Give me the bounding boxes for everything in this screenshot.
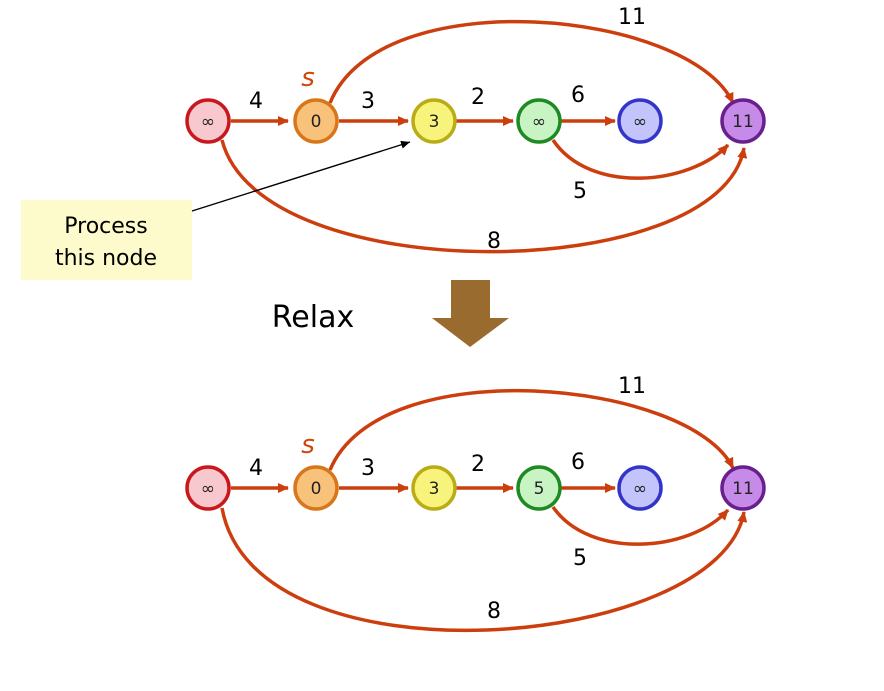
edge-label-d-f: 5 — [573, 179, 587, 204]
svg-text:3: 3 — [429, 479, 440, 499]
node-b: 0 — [293, 98, 339, 144]
callout-line-2: this node — [55, 246, 157, 271]
graph-before: 4 3 2 6 11 5 8 s ∞ 0 3 ∞ ∞ 11 — [185, 5, 766, 254]
node-f: 11 — [720, 465, 766, 511]
graph-after: 4 3 2 6 11 5 8 s ∞ 0 3 5 ∞ 11 — [185, 374, 766, 633]
svg-text:3: 3 — [429, 112, 440, 132]
edge-d-f — [551, 505, 730, 546]
node-e: ∞ — [617, 98, 663, 144]
edge-label-b-f: 11 — [618, 5, 646, 30]
svg-text:0: 0 — [311, 112, 322, 132]
edge-d-f — [551, 139, 730, 180]
node-c: 3 — [411, 98, 457, 144]
edge-label-a-f: 8 — [487, 599, 501, 624]
node-d: ∞ — [516, 98, 562, 144]
edge-label-c-d: 2 — [471, 452, 485, 477]
edge-label-b-f: 11 — [618, 374, 646, 399]
node-b: 0 — [293, 465, 339, 511]
edge-label-a-b: 4 — [249, 456, 263, 481]
edge-label-c-d: 2 — [471, 85, 485, 110]
edge-label-b-c: 3 — [361, 89, 375, 114]
relax-step: Relax — [272, 280, 509, 347]
callout-pointer — [191, 140, 411, 212]
relax-label: Relax — [272, 300, 354, 335]
svg-text:5: 5 — [534, 479, 545, 499]
svg-text:11: 11 — [732, 112, 754, 132]
svg-text:∞: ∞ — [633, 479, 647, 499]
svg-text:11: 11 — [732, 479, 754, 499]
edge-label-a-b: 4 — [249, 89, 263, 114]
edge-a-f — [220, 139, 748, 254]
edge-label-a-f: 8 — [487, 229, 501, 254]
svg-text:∞: ∞ — [201, 479, 215, 499]
source-label: s — [301, 63, 315, 93]
relax-down-arrow — [432, 280, 509, 347]
callout-line-1: Process — [64, 214, 147, 239]
svg-text:∞: ∞ — [532, 112, 546, 132]
node-f: 11 — [720, 98, 766, 144]
source-label: s — [301, 430, 315, 460]
node-a: ∞ — [185, 465, 231, 511]
node-c: 3 — [411, 465, 457, 511]
edge-label-b-c: 3 — [361, 456, 375, 481]
edge-label-d-e: 6 — [571, 83, 585, 108]
svg-text:∞: ∞ — [633, 112, 647, 132]
svg-text:0: 0 — [311, 479, 322, 499]
node-a: ∞ — [185, 98, 231, 144]
process-node-callout: Process this node — [21, 140, 411, 280]
svg-text:∞: ∞ — [201, 112, 215, 132]
edge-b-f — [328, 388, 735, 471]
node-e: ∞ — [617, 465, 663, 511]
edge-label-d-f: 5 — [573, 546, 587, 571]
node-d: 5 — [516, 465, 562, 511]
edge-a-f — [220, 507, 748, 633]
edge-label-d-e: 6 — [571, 450, 585, 475]
edge-b-f — [328, 19, 735, 104]
callout-box — [21, 200, 192, 280]
